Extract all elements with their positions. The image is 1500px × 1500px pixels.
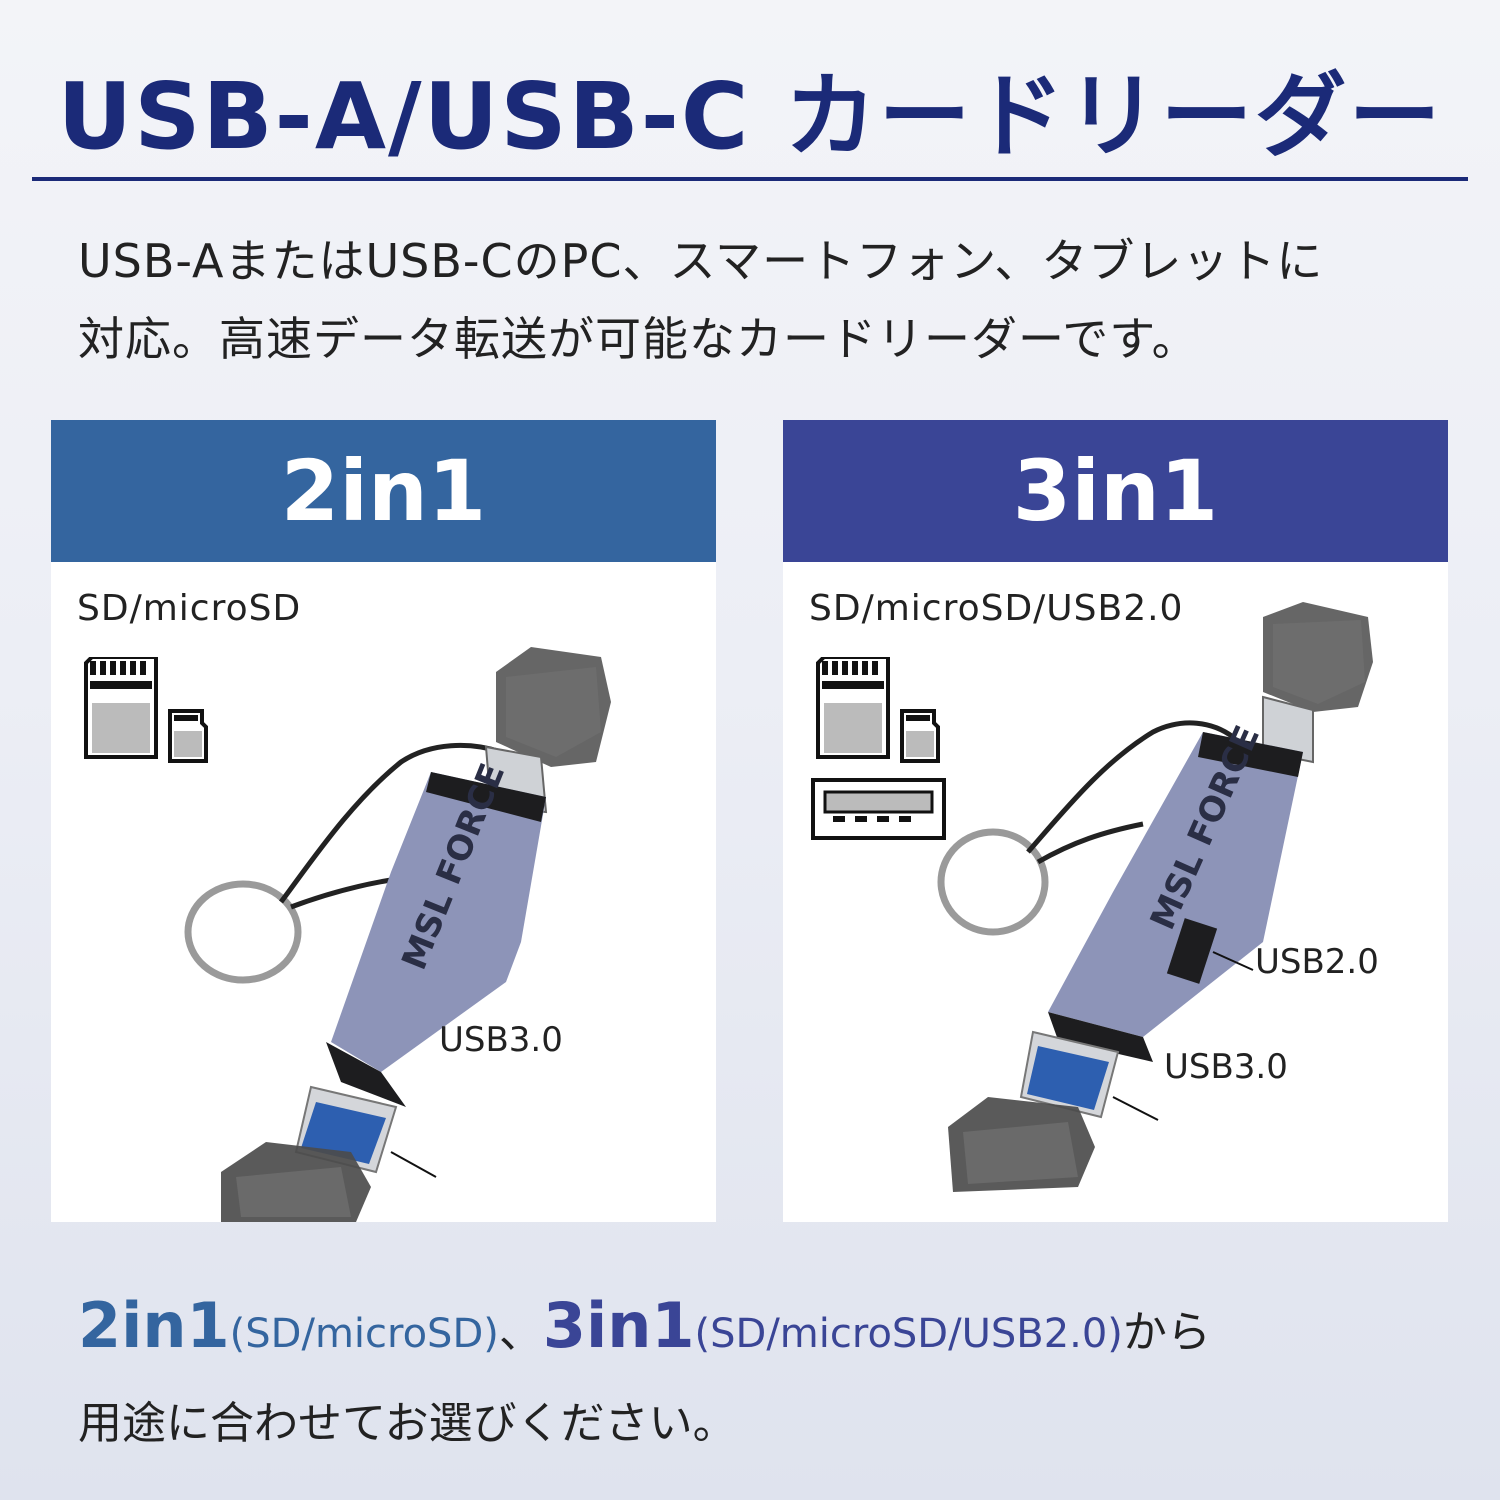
footer-text: 2in1(SD/microSD)、3in1(SD/microSD/USB2.0)… bbox=[78, 1272, 1458, 1478]
footer-2in1-detail: (SD/microSD) bbox=[229, 1311, 499, 1357]
sd-card-icon bbox=[816, 657, 940, 763]
panel-subtitle: SD/microSD/USB2.0 bbox=[809, 588, 1184, 629]
usb-c-cap bbox=[496, 647, 611, 767]
card-reader-2in1-illustration: MSL FORCE bbox=[184, 647, 611, 1222]
panel-subtitle: SD/microSD bbox=[77, 588, 302, 629]
panel-heading: 3in1 bbox=[783, 420, 1448, 562]
panel-2in1: 2in1 SD/microSD MSL FORCE bbox=[51, 420, 716, 1222]
usb-a-cap bbox=[221, 1142, 371, 1222]
panel-3in1: 3in1 SD/microSD/USB2.0 MSL F bbox=[783, 420, 1448, 1222]
footer-line-2: 用途に合わせてお選びください。 bbox=[78, 1398, 737, 1449]
footer-3in1-detail: (SD/microSD/USB2.0) bbox=[694, 1311, 1123, 1357]
reader-body bbox=[326, 772, 546, 1107]
usb-a-plug bbox=[1019, 1030, 1120, 1119]
callout-usb3: USB3.0 bbox=[439, 1020, 563, 1060]
intro-line-2: 対応。高速データ転送が可能なカードリーダーです。 bbox=[78, 312, 1199, 366]
footer-tail: から bbox=[1122, 1307, 1211, 1358]
microsd-card-icon bbox=[900, 709, 940, 763]
usb-a-port-icon bbox=[811, 778, 946, 840]
footer-separator: 、 bbox=[498, 1307, 543, 1358]
intro-text: USB-AまたはUSB-CのPC、スマートフォン、タブレットに 対応。高速データ… bbox=[78, 222, 1438, 378]
title-divider bbox=[32, 177, 1468, 181]
callout-usb2: USB2.0 bbox=[1255, 942, 1379, 982]
microsd-card-icon bbox=[168, 709, 208, 763]
footer-2in1: 2in1 bbox=[78, 1289, 230, 1362]
intro-line-1: USB-AまたはUSB-CのPC、スマートフォン、タブレットに bbox=[78, 234, 1324, 288]
usb-a-cap bbox=[948, 1097, 1095, 1192]
footer-3in1: 3in1 bbox=[542, 1289, 695, 1362]
callout-usb3: USB3.0 bbox=[1164, 1047, 1288, 1087]
page-title: USB-A/USB-C カードリーダー bbox=[57, 63, 1443, 170]
usb-c-cap bbox=[1263, 602, 1373, 712]
card-reader-3in1-illustration: MSL FORCE bbox=[937, 602, 1373, 1192]
reader-body bbox=[1048, 732, 1303, 1062]
panel-heading: 2in1 bbox=[51, 420, 716, 562]
sd-card-icon bbox=[84, 657, 208, 763]
footer-line-1: 2in1(SD/microSD)、3in1(SD/microSD/USB2.0)… bbox=[78, 1272, 1458, 1388]
